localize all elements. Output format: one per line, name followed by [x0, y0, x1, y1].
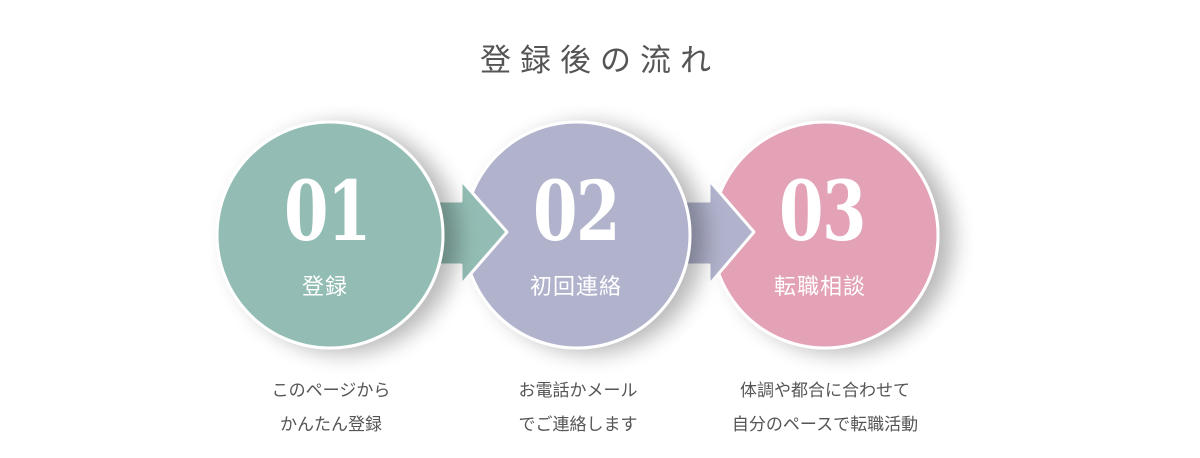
step-3-description-line-2: 自分のペースで転職活動 [731, 415, 919, 435]
step-2-description: お電話かメール でご連絡します [428, 374, 728, 442]
step-1-circle [215, 120, 445, 350]
step-2-number: 02 [533, 164, 620, 260]
page-title: 登録後の流れ [480, 43, 720, 79]
step-2-description-line-1: お電話かメール [518, 381, 638, 401]
step-2-description-line-2: でご連絡します [518, 415, 638, 435]
step-1-label: 登録 [301, 275, 348, 300]
step-3-number: 03 [779, 164, 866, 260]
step-2-label: 初回連絡 [529, 275, 622, 300]
step-1-shape [215, 120, 445, 350]
step-3-description: 体調や都合に合わせて 自分のペースで転職活動 [675, 374, 975, 442]
step-1-description-line-1: このページから [271, 381, 391, 401]
step-1-number: 01 [284, 164, 371, 260]
step-1-description: このページから かんたん登録 [181, 374, 481, 442]
step-1-description-line-2: かんたん登録 [280, 415, 382, 435]
step-3-label: 転職相談 [773, 275, 866, 300]
step-3-description-line-1: 体調や都合に合わせて [740, 381, 910, 401]
